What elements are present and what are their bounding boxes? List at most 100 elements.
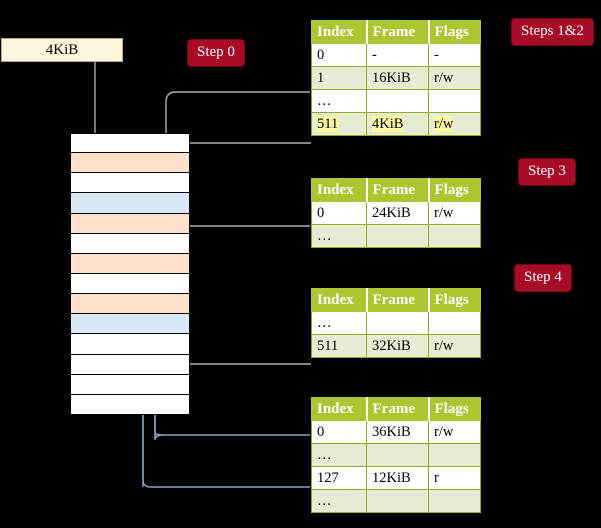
wire-step4 xyxy=(172,311,311,365)
memory-frame-row xyxy=(70,294,190,315)
badge-steps-1-2: Steps 1&2 xyxy=(512,19,593,45)
memory-frame-row xyxy=(70,253,190,274)
memory-tick xyxy=(58,153,71,155)
cell-text: 0 xyxy=(317,46,325,63)
memory-frame-row xyxy=(70,354,190,375)
table-row: 127 12KiB r xyxy=(311,466,481,490)
badge-step-0: Step 0 xyxy=(188,40,244,66)
cell-text: r/w xyxy=(434,423,454,440)
badge-label: Step 4 xyxy=(524,269,562,285)
cell-frame: 4KiB xyxy=(366,112,429,136)
table-row: … xyxy=(311,489,481,513)
cell-index: 1 xyxy=(311,66,367,90)
memory-frame-row xyxy=(70,334,190,355)
cell-text: … xyxy=(317,314,332,331)
cell-flags: r xyxy=(428,466,481,490)
table-row: 511 4KiB r/w xyxy=(311,112,481,136)
cell-text: … xyxy=(317,492,332,509)
table-row: 0 36KiB r/w xyxy=(311,420,481,444)
memory-frame-row xyxy=(70,213,190,234)
cell-frame: 32KiB xyxy=(366,334,429,358)
memory-tick xyxy=(58,213,71,215)
cell-frame xyxy=(366,311,429,335)
cell-flags: r/w xyxy=(428,334,481,358)
cell-text: 4KiB xyxy=(372,115,404,132)
wire-step3 xyxy=(174,225,311,262)
cell-frame xyxy=(366,89,429,113)
column-header-index: Index xyxy=(311,397,367,421)
cell-index: … xyxy=(311,443,367,467)
cell-text: 36KiB xyxy=(372,423,411,440)
table-row: 511 32KiB r/w xyxy=(311,334,481,358)
cell-index: 127 xyxy=(311,466,367,490)
cell-frame xyxy=(366,489,429,513)
cell-text: r/w xyxy=(434,337,454,354)
cell-text: … xyxy=(317,92,332,109)
memory-frame-row xyxy=(70,374,190,395)
column-header-index: Index xyxy=(311,288,367,312)
column-header-flags: Flags xyxy=(427,397,481,421)
column-header-flags: Flags xyxy=(427,178,481,202)
cell-text: 16KiB xyxy=(372,69,411,86)
table-row: … xyxy=(311,89,481,113)
cell-frame xyxy=(366,443,429,467)
memory-tick xyxy=(58,294,71,296)
memory-frame-row xyxy=(70,233,190,254)
table-row: 1 16KiB r/w xyxy=(311,66,481,90)
cell-index: … xyxy=(311,224,367,248)
cell-index: 0 xyxy=(311,43,367,67)
column-header-flags: Flags xyxy=(427,20,481,44)
cell-flags xyxy=(428,443,481,467)
cell-flags: r/w xyxy=(428,420,481,444)
cell-text: - xyxy=(372,46,377,63)
cell-text: 12KiB xyxy=(372,469,411,486)
table-row: … xyxy=(311,224,481,248)
cell-text: - xyxy=(434,46,439,63)
cell-flags: r/w xyxy=(428,66,481,90)
cell-flags xyxy=(428,89,481,113)
memory-frame-row xyxy=(70,314,190,335)
column-header-index: Index xyxy=(311,20,367,44)
column-header-flags: Flags xyxy=(427,288,481,312)
cell-flags xyxy=(428,489,481,513)
memory-frame-row xyxy=(70,394,190,415)
memory-tick xyxy=(58,133,71,134)
virtual-page-box: 4KiB xyxy=(1,38,123,62)
cell-text: 0 xyxy=(317,204,325,221)
memory-frame-row xyxy=(70,133,190,154)
cell-text: … xyxy=(317,446,332,463)
badge-label: Steps 1&2 xyxy=(521,23,584,39)
cell-text: 0 xyxy=(317,423,325,440)
cell-frame xyxy=(366,224,429,248)
column-header-frame: Frame xyxy=(365,288,429,312)
cell-text: 127 xyxy=(317,469,339,486)
cell-flags xyxy=(428,311,481,335)
cell-frame: 24KiB xyxy=(366,201,429,225)
cell-text: 1 xyxy=(317,69,325,86)
badge-step-4: Step 4 xyxy=(515,265,571,291)
cell-text: r/w xyxy=(434,115,454,132)
badge-step-3: Step 3 xyxy=(519,159,575,185)
badge-label: Step 3 xyxy=(528,163,566,179)
cell-index: … xyxy=(311,311,367,335)
cell-index: 511 xyxy=(311,112,367,136)
cell-index: 0 xyxy=(311,201,367,225)
memory-frame-row xyxy=(70,153,190,174)
cell-text: 32KiB xyxy=(372,337,411,354)
cell-flags: r/w xyxy=(428,201,481,225)
table-row: … xyxy=(311,443,481,467)
cell-index: … xyxy=(311,89,367,113)
cell-flags xyxy=(428,224,481,248)
memory-frame-row xyxy=(70,173,190,194)
cell-frame: 12KiB xyxy=(366,466,429,490)
physical-memory-column xyxy=(70,133,190,415)
cell-index: 511 xyxy=(311,334,367,358)
cell-flags: r/w xyxy=(428,112,481,136)
